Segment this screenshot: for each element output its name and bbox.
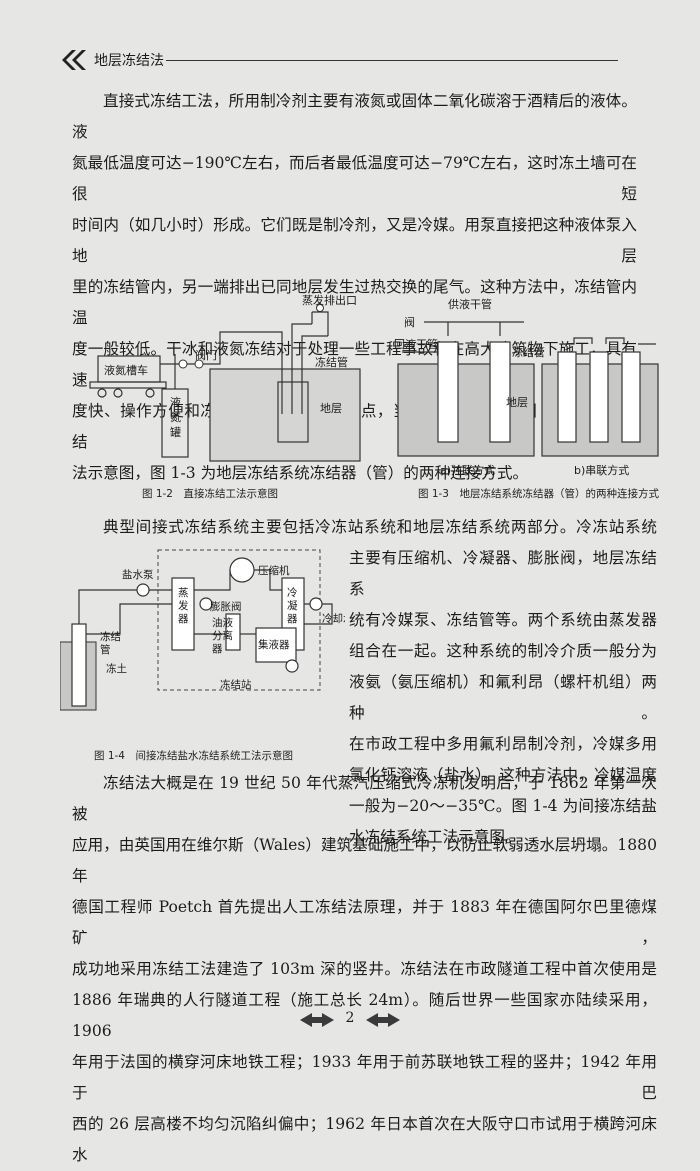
paragraph-indirect-freezing-intro: 典型间接式冻结系统主要包括冷冻站系统和地层冻结系统两部分。冷冻站系统 (72, 512, 657, 543)
label-valve: 阀门 (195, 348, 217, 362)
figure-1-2-direct-freezing-diagram: 蒸发排出口 阀门 液氮槽车 冻结管 地层 液氮罐 (70, 293, 370, 474)
label-evaporator: 蒸发器 (178, 587, 189, 625)
figure-1-3-connection-diagram: 供液干管 阀 回液干管 冻结管 地层 a)并联方式 b)串联方式 (394, 294, 662, 484)
text-line: 年用于法国的横穿河床地铁工程；1933 年用于前苏联地铁工程的竖井；1942 年… (72, 1053, 657, 1102)
direct-freezing-diagram: 蒸发排出口 阀门 液氮槽车 冻结管 地层 液氮罐 (89, 293, 361, 462)
label-pipe: 冻结管 (315, 355, 348, 369)
paragraph-indirect-freezing-side: 主要有压缩机、冷凝器、膨胀阀，地层冻结系 统有冷媒泵、冻结管等。两个系统由蒸发器… (349, 543, 657, 853)
freezer-connection-diagram: 供液干管 阀 回液干管 冻结管 地层 a)并联方式 b)串联方式 (394, 297, 659, 477)
brine-freezing-diagram: 盐水泵 压缩机 膨胀阀 集液器 冷却水泵 冻土 冻结站 冻结管 蒸发器 油液分离… (59, 549, 364, 711)
figure-1-3-caption: 图 1-3 地层冻结系统冻结器（管）的两种连接方式 (418, 488, 659, 500)
header-rule (166, 60, 618, 61)
label-valve: 阀 (404, 315, 415, 329)
label-brine-pump: 盐水泵 (122, 568, 154, 581)
label-compressor: 压缩机 (258, 564, 290, 577)
label-tank: 液氮罐 (170, 395, 181, 439)
text-line: 统有冷媒泵、冻结管等。两个系统由蒸发器 (349, 611, 657, 629)
text-line: 典型间接式冻结系统主要包括冷冻站系统和地层冻结系统两部分。冷冻站系统 (103, 518, 657, 536)
page-footer: 2 (0, 1010, 700, 1030)
header-title: 地层冻结法 (94, 53, 164, 69)
running-header: 地层冻结法 (60, 46, 640, 76)
text-line: 水冻结系统工法示意图。 (349, 828, 521, 846)
label-cooling-pump: 冷却水泵 (322, 612, 345, 625)
text-line: 应用，由英国用在维尔斯（Wales）建筑基础施工中，以防止软弱透水层坍塌。188… (72, 836, 657, 885)
label-pipe: 冻结管 (100, 630, 121, 656)
text-line: 冻结法大概是在 19 世纪 50 年代蒸汽压缩式冷冻机发明后，于 1862 年第… (72, 774, 657, 823)
paragraph-freezing-history: 冻结法大概是在 19 世纪 50 年代蒸汽压缩式冷冻机发明后，于 1862 年第… (72, 768, 657, 1171)
text-line: 氮最低温度可达−190℃左右，而后者最低温度可达−79℃左右，这时冻土墙可在很短 (72, 154, 637, 203)
label-pipe: 冻结管 (512, 345, 545, 359)
label-parallel: a)并联方式 (440, 463, 495, 477)
text-line: 成功地采用冻结工法建造了 103m 深的竖井。冻结法在市政隧道工程中首次使用是 (72, 960, 657, 978)
label-ground: 地层 (506, 396, 528, 409)
label-tanker: 液氮槽车 (104, 363, 148, 377)
label-series: b)串联方式 (574, 463, 629, 477)
figure-1-4-caption: 图 1-4 间接冻结盐水冻结系统工法示意图 (94, 750, 293, 762)
double-arrow-left-icon (300, 1013, 334, 1027)
text-line: 在市政工程中多用氟利昂制冷剂，冷媒多用 (349, 735, 657, 753)
label-return: 回液干管 (394, 337, 438, 351)
text-line: 法示意图，图 1-3 为地层冻结系统冻结器（管）的两种连接方式。 (72, 464, 529, 482)
double-arrow-right-icon (366, 1013, 400, 1027)
label-tank-char: 液 (170, 395, 181, 409)
text-line: 直接式冻结工法，所用制冷剂主要有液氮或固体二氧化碳溶于酒精后的液体。液 (72, 92, 637, 141)
figure-1-2-caption: 图 1-2 直接冻结工法示意图 (142, 488, 278, 500)
label-outlet: 蒸发排出口 (302, 294, 357, 307)
double-chevron-left-icon (62, 50, 86, 70)
text-line: 主要有压缩机、冷凝器、膨胀阀，地层冻结系 (349, 549, 657, 598)
label-frozen-soil: 冻土 (106, 662, 127, 675)
figure-1-4-brine-freezing-diagram: 盐水泵 压缩机 膨胀阀 集液器 冷却水泵 冻土 冻结站 冻结管 蒸发器 油液分离… (59, 544, 364, 714)
label-receiver: 集液器 (258, 638, 290, 651)
text-line: 组合在一起。这种系统的制冷介质一般分为 (349, 642, 657, 660)
label-supply: 供液干管 (448, 297, 492, 311)
label-expansion-valve: 膨胀阀 (210, 600, 242, 613)
text-line: 1886 年瑞典的人行隧道工程（施工总长 24m）。随后世界一些国家亦陆续采用，… (72, 991, 657, 1040)
label-station: 冻结站 (220, 678, 252, 691)
text-line: 氯化钙溶液（盐水）。这种方法中，冷媒温度 (349, 766, 657, 784)
text-line: 里的冻结管内，另一端排出已同地层发生过热交换的尾气。这种方法中，冻结管内温 (72, 278, 637, 327)
text-line: 时间内（如几小时）形成。它们既是制冷剂，又是冷媒。用泵直接把这种液体泵入地层 (72, 216, 637, 265)
page-number: 2 (345, 1010, 355, 1026)
text-line: 一般为−20～−35℃。图 1-4 为间接冻结盐 (349, 797, 657, 815)
text-line: 西的 26 层高楼不均匀沉陷纠偏中；1962 年日本首次在大阪守口市试用于横跨河… (72, 1115, 657, 1164)
label-ground: 地层 (320, 402, 342, 415)
text-line: 液氨（氨压缩机）和氟利昂（螺杆机组）两种。 (349, 673, 657, 722)
text-line: 德国工程师 Poetch 首先提出人工冻结法原理，并于 1883 年在德国阿尔巴… (72, 898, 657, 947)
label-condenser: 冷凝器 (287, 586, 298, 625)
label-oil-separator: 油液分离器 (212, 616, 233, 655)
